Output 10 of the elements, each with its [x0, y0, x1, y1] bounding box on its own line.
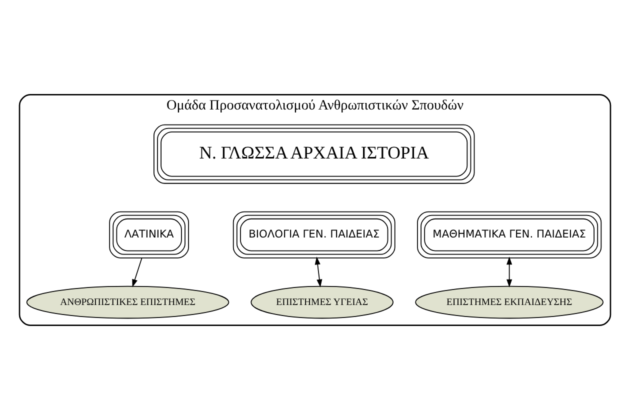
node-box: ΜΑΘΗΜΑΤΙΚΑ ΓΕΝ. ΠΑΙΔΕΙΑΣ — [417, 211, 602, 258]
node-box: ΒΙΟΛΟΓΙΑ ΓΕΝ. ΠΑΙΔΕΙΑΣ — [232, 211, 396, 258]
node-ellipse: ΕΠΙΣΤΗΜΕΣ ΥΓΕΙΑΣ — [250, 286, 394, 319]
arrow — [132, 258, 142, 288]
arrow — [314, 256, 322, 288]
node-box: Ν. ΓΛΩΣΣΑ ΑΡΧΑΙΑ ΙΣΤΟΡΙΑ — [154, 124, 475, 184]
node-ellipse: ΕΠΙΣΤΗΜΕΣ ΕΚΠΑΙΔΕΥΣΗΣ — [415, 286, 604, 319]
node-ellipse: ΑΝΘΡΩΠΙΣΤΙΚΕΣ ΕΠΙΣΤΗΜΕΣ — [26, 286, 230, 319]
arrow — [506, 256, 512, 288]
node-box: ΛΑΤΙΝΙΚΑ — [109, 211, 189, 258]
